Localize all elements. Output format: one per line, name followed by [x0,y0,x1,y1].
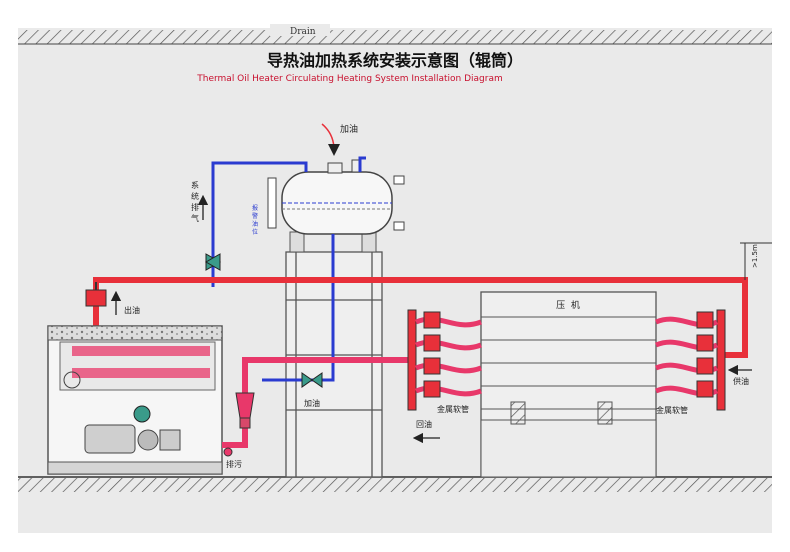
press-machine [480,291,657,478]
metal-hose-right-label: 金属软管 [656,405,688,415]
left-hoses [415,316,482,397]
left-manifold [407,309,417,411]
left-valves [423,311,441,398]
filter-valve [235,392,255,429]
drain-dirt-label: 排污 [226,459,242,469]
oil-out-label: 出油 [124,305,140,315]
title-chinese: 导热油加热系统安装示意图（辊筒） [267,51,523,70]
return-oil-label: 回油 [416,419,432,429]
right-valves [696,311,714,398]
system-vent-label: 系 统 排 气 [191,180,199,223]
valve-icon [85,282,107,307]
svg-text:排: 排 [191,202,199,212]
svg-text:气: 气 [191,213,199,223]
vent-pipe-branch [358,156,366,172]
title-english: Thermal Oil Heater Circulating Heating S… [196,74,502,84]
supply-oil-label: 供油 [733,376,749,386]
expansion-tank [267,159,405,253]
valve-icon [204,253,222,271]
vent-pipe [211,161,308,287]
svg-text:警: 警 [252,212,258,220]
ceiling-hatch [18,30,772,44]
fill-oil-top-label: 加油 [340,123,358,135]
right-manifold [716,309,726,411]
metal-hose-left-label: 金属软管 [437,404,469,414]
pump-icon [137,429,181,451]
level-gauge-label: 报 警 油 位 [252,204,258,236]
svg-text:统: 统 [191,191,199,201]
floor-hatch [18,478,772,492]
arrow-down-icon [321,123,340,156]
svg-text:系: 系 [191,180,199,190]
valve-icon [301,372,323,388]
top-label: Drain [290,27,316,37]
svg-text:位: 位 [252,228,258,236]
svg-text:报: 报 [252,204,258,212]
svg-text:油: 油 [252,220,258,228]
heater-unit [47,325,223,475]
press-label: 压 机 [556,299,580,311]
height-label: >1.5m [751,244,759,268]
fill-oil-bottom-label: 加油 [304,398,320,408]
